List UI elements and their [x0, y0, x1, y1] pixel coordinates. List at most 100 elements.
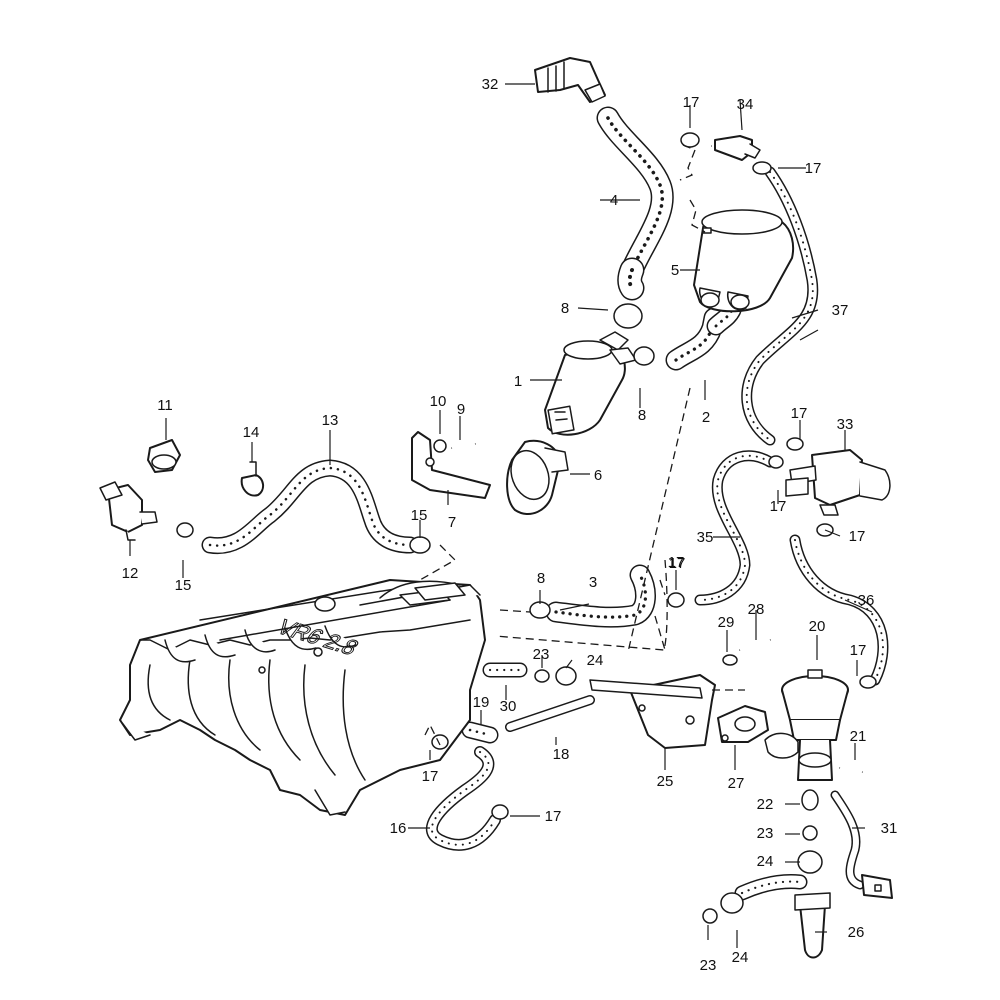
solenoid-valve	[785, 449, 891, 516]
leader-line	[844, 599, 873, 613]
clamp-17-g	[859, 675, 877, 689]
callout-22: 22	[757, 796, 774, 813]
clamp-17-c	[786, 437, 804, 451]
clamp-8-b	[633, 346, 655, 366]
callout-17: 17	[850, 642, 867, 659]
hose-36	[789, 534, 889, 686]
connector-34	[714, 135, 761, 161]
callout-17: 17	[669, 555, 686, 572]
callout-35: 35	[697, 529, 714, 546]
callout-37: 37	[832, 302, 849, 319]
callout-15: 15	[175, 577, 192, 594]
mounting-ring	[506, 440, 569, 515]
clamp-17-a	[680, 132, 700, 148]
callout-27: 27	[728, 775, 745, 792]
hose-16	[425, 746, 501, 851]
clamp-8-c	[529, 601, 551, 619]
callout-8: 8	[561, 300, 569, 317]
bracket-plate	[411, 431, 491, 499]
callout-10: 10	[430, 393, 447, 410]
callout-18: 18	[553, 746, 570, 763]
callout-33: 33	[837, 416, 854, 433]
hose-19	[461, 721, 499, 744]
callout-labels: 1234567888910111213141515161717171717171…	[122, 76, 898, 974]
clamp-17-f	[667, 592, 685, 608]
nut-24-b	[797, 850, 823, 874]
callout-17: 17	[683, 94, 700, 111]
hose-group	[201, 106, 889, 901]
callout-24: 24	[587, 652, 604, 669]
hose-3	[545, 564, 656, 628]
callout-30: 30	[500, 698, 517, 715]
bolt-21	[839, 766, 863, 774]
callout-7: 7	[448, 514, 456, 531]
hose-31	[830, 790, 865, 890]
leader-line	[559, 603, 590, 611]
callout-3: 3	[589, 574, 597, 591]
leader-line	[565, 659, 573, 669]
reference-lines	[419, 144, 745, 746]
valve-12	[99, 481, 158, 541]
callout-19: 19	[473, 694, 490, 711]
leader-line	[577, 307, 609, 311]
hose-26	[734, 874, 808, 901]
nut-24-c	[720, 892, 744, 914]
fitting-23-a	[534, 669, 550, 683]
callout-16: 16	[390, 820, 407, 837]
callout-24: 24	[732, 949, 749, 966]
callout-14: 14	[243, 424, 260, 441]
callout-17: 17	[545, 808, 562, 825]
clamp-15-b	[409, 536, 431, 554]
hose-4-end	[617, 257, 645, 301]
bolt-9	[451, 442, 476, 450]
auxiliary-air-pump	[544, 331, 637, 436]
leader-line	[739, 99, 743, 131]
clamp-17-i	[491, 804, 509, 820]
callout-5: 5	[671, 262, 679, 279]
hose-2b	[706, 300, 742, 336]
callout-13: 13	[322, 412, 339, 429]
callout-9: 9	[457, 401, 465, 418]
callout-1: 1	[514, 373, 522, 390]
callout-17: 17	[849, 528, 866, 545]
callout-4: 4	[610, 192, 618, 209]
fitting-23-b	[802, 825, 818, 841]
hose-18	[505, 695, 595, 732]
bolt-28	[739, 638, 771, 652]
callout-8: 8	[537, 570, 545, 587]
callout-12: 12	[122, 565, 139, 582]
gasket-27	[717, 705, 769, 743]
fitting-22	[801, 789, 819, 811]
callout-28: 28	[748, 601, 765, 618]
hose-37	[741, 166, 819, 446]
callout-23: 23	[700, 957, 717, 974]
nut-24-a	[555, 666, 577, 686]
callout-23: 23	[757, 825, 774, 842]
callout-24: 24	[757, 853, 774, 870]
clip-11	[147, 439, 181, 473]
clamp-8-a	[613, 303, 643, 329]
leader-line	[791, 309, 819, 319]
intake-manifold: VR6 2.8	[119, 579, 486, 816]
t-piece-14	[240, 461, 264, 497]
callout-21: 21	[850, 728, 867, 745]
callout-29: 29	[718, 614, 735, 631]
leader-lines	[129, 83, 873, 948]
callout-17: 17	[770, 498, 787, 515]
callout-6: 6	[594, 467, 602, 484]
callout-15: 15	[411, 507, 428, 524]
callout-25: 25	[657, 773, 674, 790]
callout-34: 34	[737, 96, 754, 113]
callout-20: 20	[809, 618, 826, 635]
callout-8: 8	[638, 407, 646, 424]
pressure-regulator	[764, 669, 849, 781]
clamp-17-d	[768, 455, 784, 469]
callout-17: 17	[805, 160, 822, 177]
damper-26	[794, 892, 831, 959]
callout-23: 23	[533, 646, 550, 663]
callout-31: 31	[881, 820, 898, 837]
callout-2: 2	[702, 409, 710, 426]
washer-29	[722, 654, 738, 666]
callout-36: 36	[858, 592, 875, 609]
